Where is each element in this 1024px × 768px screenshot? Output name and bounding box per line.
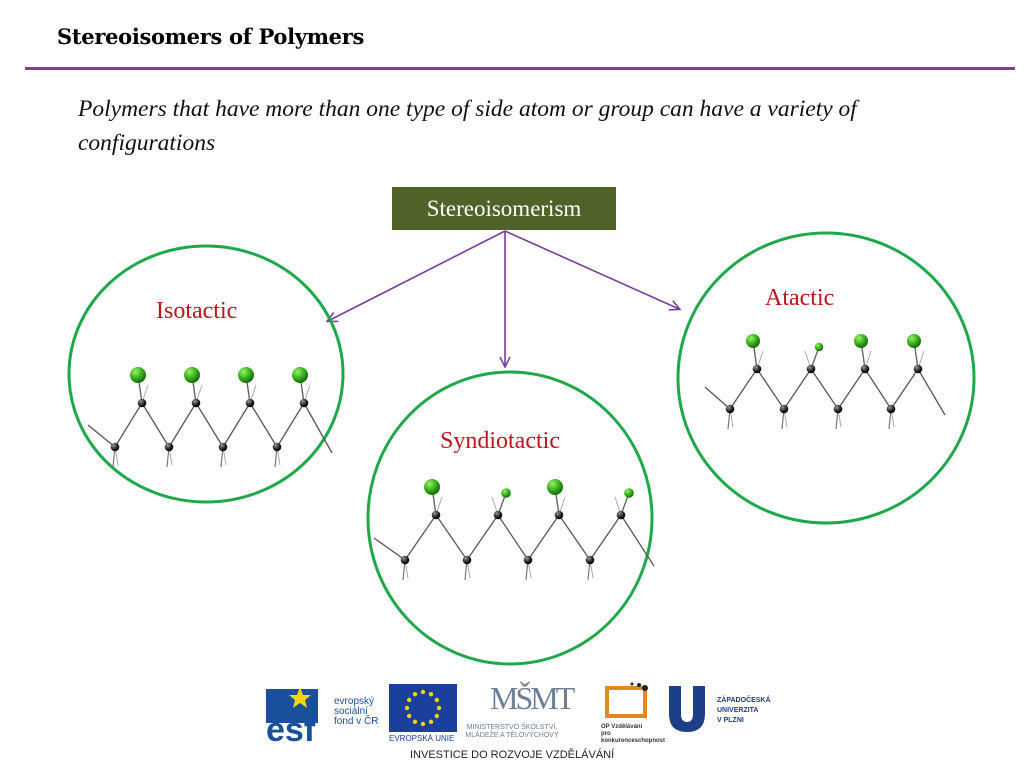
chlorine-atom: [547, 479, 563, 495]
slide-title: Stereoisomers of Polymers: [57, 24, 364, 49]
zcu-text: ZÁPADOČESKÁ UNIVERZITA V PLZNI: [717, 697, 771, 724]
carbon-atom: [554, 510, 564, 520]
carbon-atom: [886, 404, 896, 414]
carbon-atom: [860, 364, 870, 374]
backbone-bond: [373, 513, 655, 567]
carbon-atom: [299, 398, 309, 408]
stereoisomerism-root-box: Stereoisomerism: [392, 187, 616, 230]
op-caption: OP Vzdělávání pro konkurenceschopnost: [601, 724, 666, 744]
eu-star-icon: [404, 705, 410, 711]
eu-star-icon: [406, 697, 412, 703]
eu-star-icon: [412, 691, 418, 697]
eu-star-icon: [420, 721, 426, 727]
chlorine-atom: [424, 479, 440, 495]
eu-star-icon: [428, 719, 434, 725]
connector-isotactic: [328, 230, 506, 321]
carbon-atom: [493, 510, 503, 520]
carbon-atom: [752, 364, 762, 374]
chlorine-atom: [907, 334, 921, 348]
carbon-atom: [137, 398, 147, 408]
op-mark-icon: [605, 682, 648, 718]
carbon-atom: [833, 404, 843, 414]
isotactic-chain: [87, 367, 333, 468]
zcu-mark-icon: [669, 686, 705, 732]
chlorine-atom: [501, 488, 511, 498]
op-logo: OP Vzdělávání pro konkurenceschopnost: [565, 682, 665, 746]
carbon-atom: [806, 364, 816, 374]
chlorine-atom: [624, 488, 634, 498]
carbon-atom: [245, 398, 255, 408]
carbon-atom: [110, 442, 120, 452]
eu-star-icon: [428, 691, 434, 697]
root-label: Stereoisomerism: [426, 195, 582, 221]
eu-star-icon: [434, 713, 440, 719]
eu-star-icon: [434, 697, 440, 703]
footer-logos: esf evropský sociální fond v ČR EVROPSKÁ…: [262, 678, 782, 768]
slide-subtitle: Polymers that have more than one type of…: [78, 96, 857, 156]
isotactic-circle: [67, 244, 345, 504]
eu-star-icon: [420, 689, 426, 695]
carbon-atom: [913, 364, 923, 374]
esf-logo: esf evropský sociální fond v ČR: [266, 683, 380, 749]
eu-logo: EVROPSKÁ UNIE: [389, 684, 459, 746]
chlorine-atom: [292, 367, 308, 383]
msmt-caption: MINISTERSTVO ŠKOLSTVÍ, MLÁDEŽE A TĚLOVÝC…: [465, 724, 559, 739]
title-divider: [25, 67, 1015, 70]
isotactic-label: Isotactic: [156, 298, 238, 324]
carbon-atom: [218, 442, 228, 452]
syndiotactic-chain: [373, 479, 655, 581]
atactic-circle: [676, 231, 976, 525]
carbon-atom: [616, 510, 626, 520]
carbon-atom: [272, 442, 282, 452]
connectors: [328, 230, 679, 366]
eu-star-icon: [406, 713, 412, 719]
esf-mark-icon: esf: [266, 687, 318, 749]
carbon-atom: [725, 404, 735, 414]
footer-tagline: INVESTICE DO ROZVOJE VZDĚLÁVÁNÍ: [410, 749, 615, 761]
zcu-logo: ZÁPADOČESKÁ UNIVERZITA V PLZNI: [667, 684, 782, 744]
carbon-atom: [585, 555, 595, 565]
atactic-chain: [704, 334, 946, 430]
carbon-atom: [523, 555, 533, 565]
chlorine-atom: [854, 334, 868, 348]
backbone-bond: [704, 367, 946, 416]
carbon-atom: [462, 555, 472, 565]
syndiotactic-label: Syndiotactic: [440, 428, 560, 454]
chlorine-atom: [746, 334, 760, 348]
connector-atactic: [504, 230, 679, 309]
chlorine-atom: [814, 342, 824, 352]
chlorine-atom: [130, 367, 146, 383]
carbon-atom: [400, 555, 410, 565]
backbone-bond: [87, 401, 333, 454]
eu-flag-icon: [389, 684, 457, 732]
carbon-atom: [431, 510, 441, 520]
atactic-label: Atactic: [765, 285, 835, 311]
eu-star-icon: [436, 705, 442, 711]
syndiotactic-circle: [366, 370, 654, 666]
carbon-atom: [191, 398, 201, 408]
msmt-mark: MŠMT: [490, 680, 575, 716]
eu-caption: EVROPSKÁ UNIE: [389, 734, 455, 743]
msmt-logo: MŠMT MINISTERSTVO ŠKOLSTVÍ, MLÁDEŽE A TĚ…: [462, 680, 575, 744]
eu-star-icon: [412, 719, 418, 725]
esf-mark-text: esf: [266, 711, 316, 743]
esf-text: evropský sociální fond v ČR: [334, 696, 379, 727]
chlorine-atom: [184, 367, 200, 383]
carbon-atom: [164, 442, 174, 452]
chlorine-atom: [238, 367, 254, 383]
carbon-atom: [779, 404, 789, 414]
